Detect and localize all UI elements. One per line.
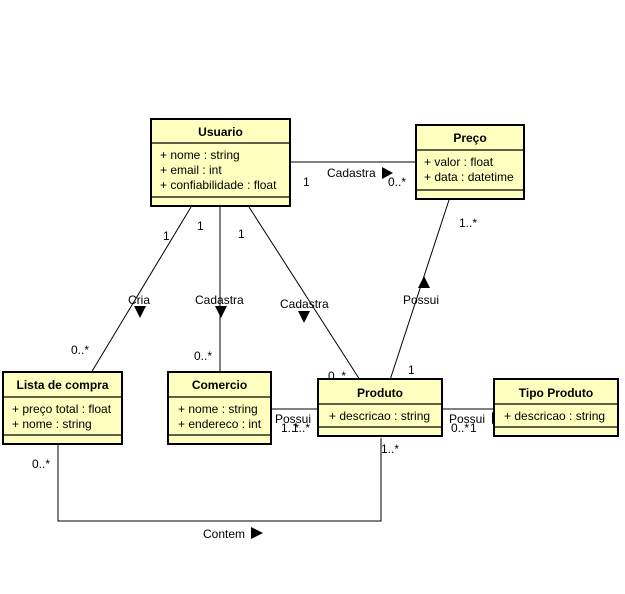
class-produto[interactable]: Produto + descricao : string [317,378,443,437]
class-comercio-attr: + endereco : int [178,417,262,431]
mult-preco-produto-source: 1..* [459,216,477,230]
assoc-preco-produto-line[interactable] [389,199,450,381]
mult-usuario-preco-source: 1 [303,175,310,189]
assoc-usuario-preco-name: Cadastra [327,166,376,180]
class-lista-attr: + nome : string [12,417,92,431]
direction-arrow-icon [298,311,310,323]
class-preco-name: Preço [453,131,486,145]
assoc-preco-produto-name: Possui [403,293,439,307]
class-usuario-attr: + nome : string [160,148,240,162]
mult-comercio-produto-target: 1..* [292,421,310,435]
class-lista-attr: + preço total : float [12,402,112,416]
direction-arrow-icon [418,276,430,288]
assoc-lista-produto-name: Contem [203,527,245,541]
mult-produto-tipo-source: 0..* [451,421,469,435]
direction-arrow-icon [215,306,227,318]
mult-usuario-produto-source: 1 [238,227,245,241]
class-lista-name: Lista de compra [16,378,108,392]
mult-usuario-comercio-source: 1 [197,219,204,233]
assoc-comercio-produto-name: Possui [275,412,311,426]
assoc-usuario-comercio-name: Cadastra [195,293,244,307]
mult-preco-produto-target: 1 [408,363,415,377]
class-comercio[interactable]: Comercio + nome : string + endereco : in… [167,371,272,445]
assoc-lista-produto-line[interactable] [57,438,382,522]
class-tipo-attr: + descricao : string [504,409,605,423]
direction-arrow-icon [134,306,146,318]
class-produto-name: Produto [357,386,403,400]
class-produto-attr: + descricao : string [329,409,430,423]
mult-usuario-comercio-target: 0..* [194,349,212,363]
class-usuario[interactable]: Usuario + nome : string + email : int + … [150,118,291,207]
mult-usuario-lista-target: 0..* [71,343,89,357]
class-preco-attr: + data : datetime [424,170,514,184]
class-preco-attr: + valor : float [424,155,494,169]
mult-lista-produto-source: 0..* [32,457,50,471]
mult-usuario-lista-source: 1 [163,229,170,243]
class-tipo-name: Tipo Produto [519,386,593,400]
class-preco[interactable]: Preço + valor : float + data : datetime [415,124,525,200]
assoc-usuario-lista-name: Cria [128,293,150,307]
class-usuario-attr: + email : int [160,163,222,177]
class-usuario-name: Usuario [198,125,243,139]
assoc-usuario-produto-name: Cadastra [280,297,329,311]
class-lista-de-compra[interactable]: Lista de compra + preço total : float + … [2,371,123,445]
mult-produto-tipo-target: 1 [470,421,477,435]
mult-comercio-produto-source: 1..* [281,421,299,435]
mult-lista-produto-target: 1..* [381,442,399,456]
class-comercio-name: Comercio [192,378,247,392]
assoc-produto-tipo-name: Possui [449,412,485,426]
direction-arrow-icon [251,527,263,539]
class-usuario-attr: + confiabilidade : float [160,178,277,192]
mult-usuario-preco-target: 0..* [388,175,406,189]
assoc-usuario-lista-line[interactable] [90,206,192,374]
class-tipo-produto[interactable]: Tipo Produto + descricao : string [493,378,619,437]
class-comercio-attr: + nome : string [178,402,258,416]
direction-arrow-icon [382,167,393,179]
assoc-usuario-produto-line[interactable] [248,206,361,381]
